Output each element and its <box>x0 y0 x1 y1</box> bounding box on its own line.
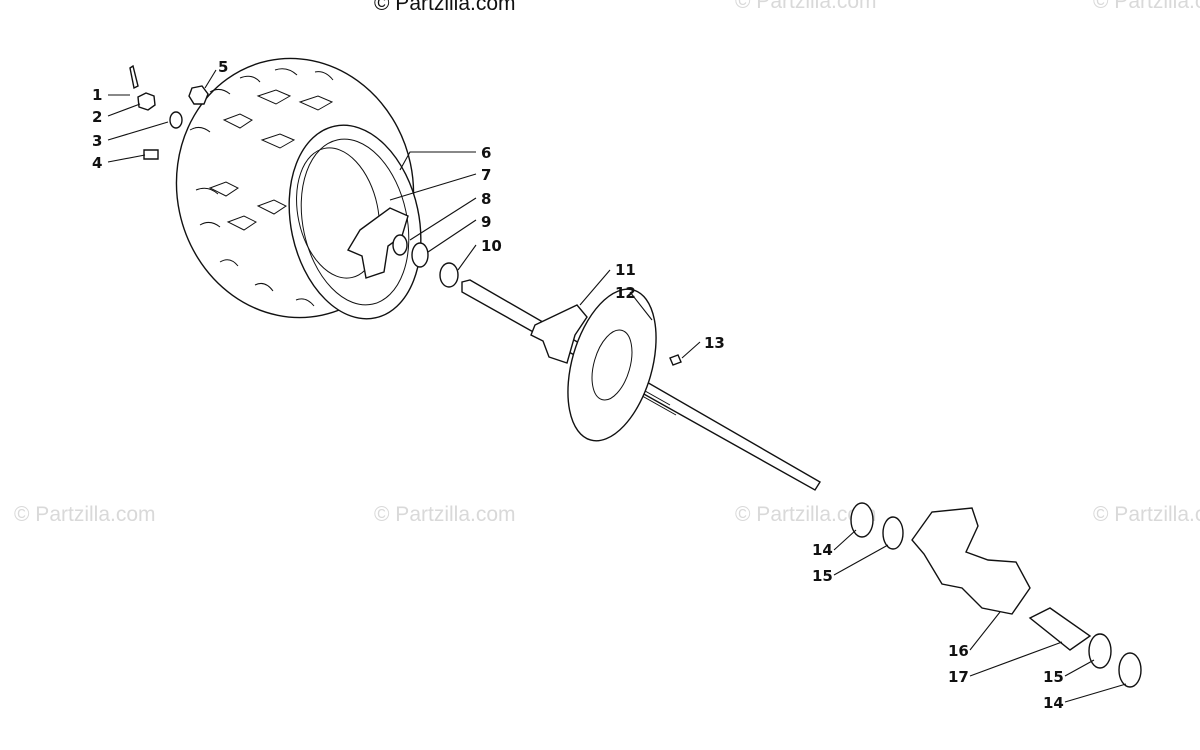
watermark: © Partzilla.com <box>1093 503 1200 526</box>
callout-12: 12 <box>615 284 636 302</box>
tire-wheel-assembly[interactable] <box>153 36 438 339</box>
callout-6: 6 <box>481 144 491 162</box>
watermark: © Partzilla.com <box>735 503 877 526</box>
castle-nut[interactable] <box>137 92 156 111</box>
seal-right[interactable] <box>1118 652 1142 688</box>
callout-labels: 1 2 3 4 5 6 7 8 9 10 11 12 13 14 15 15 1… <box>92 58 1064 712</box>
bearing-left[interactable] <box>882 516 904 550</box>
hub-bearing[interactable] <box>439 262 459 288</box>
callout-14-right: 14 <box>1043 694 1064 712</box>
hub-washer[interactable] <box>411 242 429 268</box>
bearing-right[interactable] <box>1088 633 1112 669</box>
watermark: © Partzilla.com <box>14 503 156 526</box>
callout-8: 8 <box>481 190 491 208</box>
cotter-pin[interactable] <box>129 64 139 90</box>
callout-9: 9 <box>481 213 491 231</box>
callout-15-left: 15 <box>812 567 833 585</box>
wheel-hub[interactable] <box>346 207 409 279</box>
callout-11: 11 <box>615 261 636 279</box>
disc-bolt[interactable] <box>669 354 682 366</box>
callout-7: 7 <box>481 166 491 184</box>
watermark: © Partzilla.com <box>735 0 877 13</box>
callout-14-left: 14 <box>812 541 833 559</box>
callout-1: 1 <box>92 86 102 104</box>
callout-13: 13 <box>704 334 725 352</box>
leader-lines <box>107 69 1127 703</box>
callout-15-right: 15 <box>1043 668 1064 686</box>
watermark: © Partzilla.com <box>374 503 516 526</box>
callout-16: 16 <box>948 642 969 660</box>
washer[interactable] <box>169 111 183 129</box>
callout-3: 3 <box>92 132 102 150</box>
seal-left[interactable] <box>850 502 874 538</box>
lug-nut[interactable] <box>188 85 209 105</box>
callout-2: 2 <box>92 108 102 126</box>
axle-carrier[interactable] <box>911 507 1031 615</box>
callout-5: 5 <box>218 58 228 76</box>
wheel-stud[interactable] <box>143 149 159 160</box>
callout-10: 10 <box>481 237 502 255</box>
axle-hub-flange[interactable] <box>530 304 588 364</box>
callout-17: 17 <box>948 668 969 686</box>
spacer-tube[interactable] <box>1028 607 1092 651</box>
callout-4: 4 <box>92 154 102 172</box>
copyright-text: © Partzilla.com <box>374 0 516 15</box>
brake-disc[interactable] <box>552 279 672 451</box>
watermark: © Partzilla.com <box>1093 0 1200 13</box>
